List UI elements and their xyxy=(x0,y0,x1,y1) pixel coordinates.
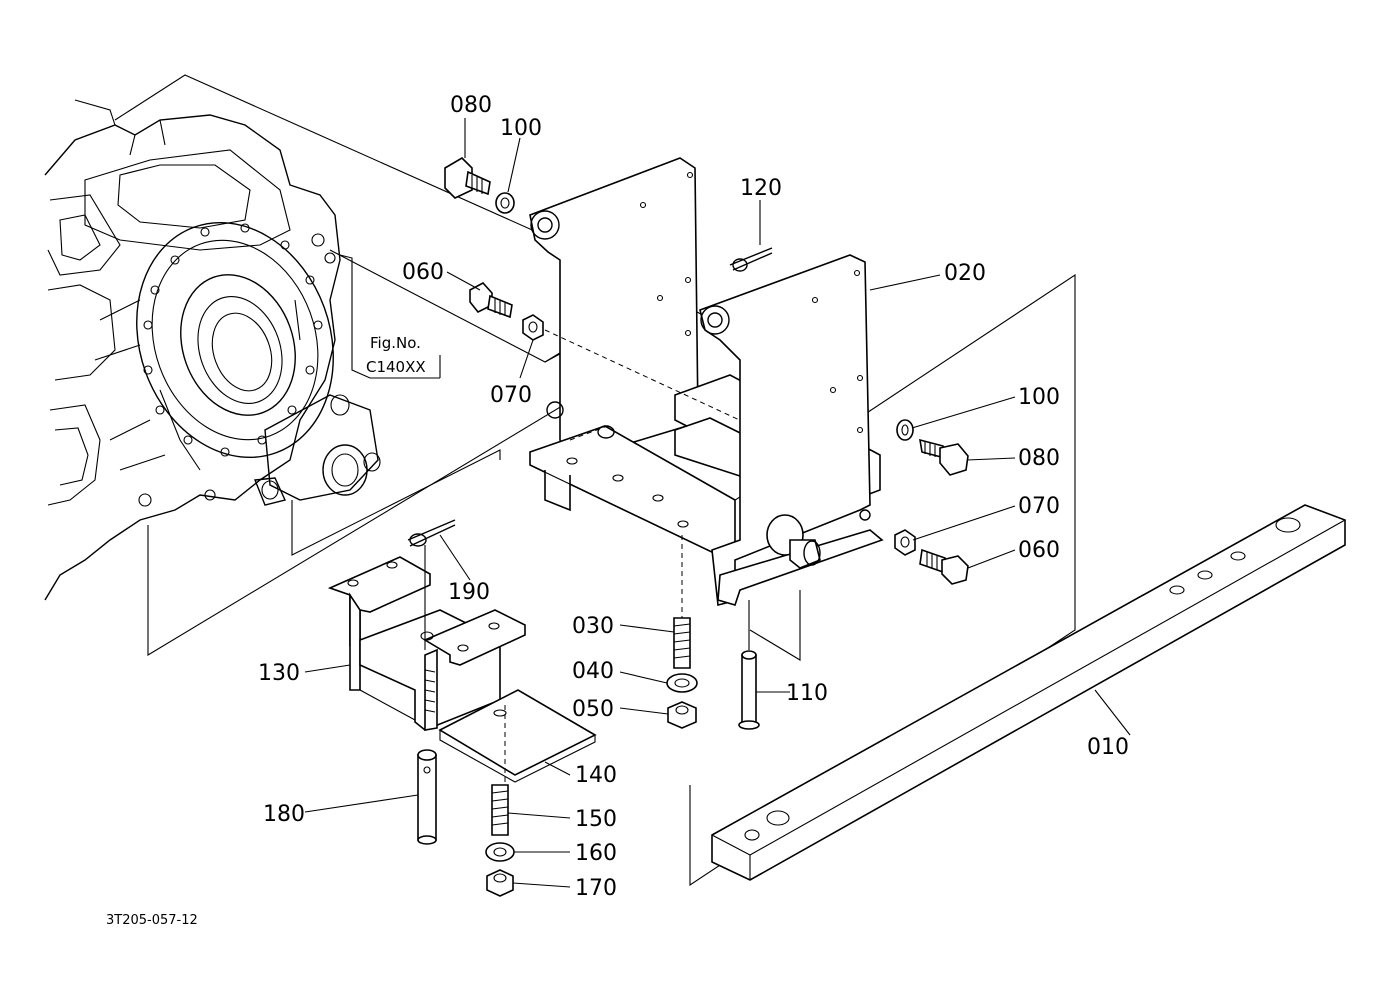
leader-lines xyxy=(304,118,1131,888)
callout-150: 150 xyxy=(575,807,617,832)
bolt-060-upper xyxy=(469,281,513,319)
r-pin-190 xyxy=(407,519,456,650)
callout-180: 180 xyxy=(263,802,305,827)
pin-110 xyxy=(738,600,760,730)
callout-070-right: 070 xyxy=(1018,494,1060,519)
callout-130: 130 xyxy=(258,661,300,686)
callout-080-right: 080 xyxy=(1018,446,1060,471)
washer-100-upper xyxy=(495,192,515,214)
right-bracket xyxy=(699,254,884,606)
callout-040: 040 xyxy=(572,659,614,684)
nut-070-right xyxy=(894,529,916,556)
callout-120: 120 xyxy=(740,176,782,201)
drawing-code: 3T205-057-12 xyxy=(106,913,198,928)
bolt-080-upper xyxy=(444,156,491,199)
left-bracket xyxy=(529,157,699,463)
nut-170 xyxy=(486,869,514,897)
svg-text:Fig.No.: Fig.No. xyxy=(370,334,421,352)
nut-050 xyxy=(667,701,697,729)
nut-070-upper xyxy=(522,314,544,341)
callout-070-upper: 070 xyxy=(490,383,532,408)
svg-text:C140XX: C140XX xyxy=(366,358,426,376)
stud-030 xyxy=(673,617,691,669)
callout-080-upper: 080 xyxy=(450,93,492,118)
callout-050: 050 xyxy=(572,697,614,722)
callout-190: 190 xyxy=(448,580,490,605)
bolt-080-right xyxy=(919,438,969,476)
bolt-060-right xyxy=(919,548,969,585)
callout-140: 140 xyxy=(575,763,617,788)
plate-140 xyxy=(438,689,597,783)
callout-100-right: 100 xyxy=(1018,385,1060,410)
callout-160: 160 xyxy=(575,841,617,866)
callout-030: 030 xyxy=(572,614,614,639)
callout-010: 010 xyxy=(1087,735,1129,760)
drawbar-010 xyxy=(711,504,1346,881)
callout-170: 170 xyxy=(575,876,617,901)
r-pin-120 xyxy=(729,247,773,272)
callout-100-upper: 100 xyxy=(500,116,542,141)
figure-reference-label: Fig.No. C140XX xyxy=(366,334,426,376)
pin-180 xyxy=(417,749,437,845)
callout-060-upper: 060 xyxy=(402,260,444,285)
washer-040 xyxy=(666,673,698,693)
callout-020: 020 xyxy=(944,261,986,286)
callout-060-right: 060 xyxy=(1018,538,1060,563)
washer-100-right xyxy=(896,419,914,441)
callout-110: 110 xyxy=(786,681,828,706)
bracket-130 xyxy=(327,556,526,731)
drawbar-support-plate xyxy=(529,424,736,556)
stud-150 xyxy=(491,784,509,836)
washer-160 xyxy=(485,842,515,862)
transmission-housing xyxy=(44,99,381,601)
